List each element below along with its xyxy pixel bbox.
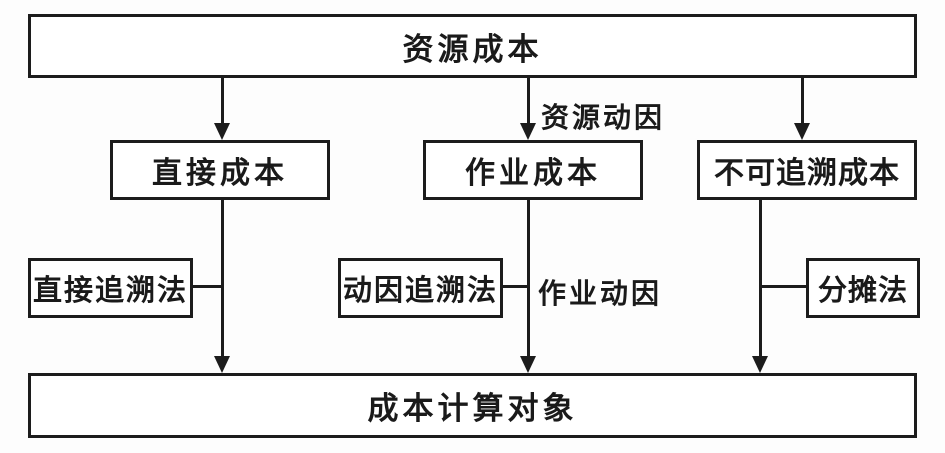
node-untraceable-cost: 不可追溯成本 bbox=[697, 140, 917, 200]
arrowhead-icon bbox=[794, 123, 810, 140]
connector-driver-tracing bbox=[503, 285, 528, 288]
edge-line-resource-to-direct bbox=[221, 78, 224, 126]
arrowhead-icon bbox=[214, 356, 230, 373]
edge-line-untraceable-to-object bbox=[759, 197, 762, 358]
edge-label-resource-driver: 资源动因 bbox=[541, 101, 666, 134]
arrowhead-icon bbox=[520, 123, 536, 140]
edge-line-resource-to-untraceable bbox=[801, 78, 804, 126]
arrowhead-icon bbox=[520, 356, 536, 373]
node-resource-cost: 资源成本 bbox=[28, 14, 917, 78]
node-cost-object: 成本计算对象 bbox=[28, 373, 917, 438]
arrowhead-icon bbox=[752, 356, 768, 373]
node-driver-tracing-method: 动因追溯法 bbox=[338, 258, 503, 318]
edge-line-activity-to-object bbox=[527, 198, 530, 358]
connector-direct-tracing bbox=[193, 285, 222, 288]
edge-label-activity-driver: 作业动因 bbox=[538, 277, 663, 310]
edge-line-direct-to-object bbox=[221, 200, 224, 358]
edge-line-resource-to-activity bbox=[527, 78, 530, 126]
node-direct-cost: 直接成本 bbox=[110, 140, 330, 200]
node-direct-tracing-method: 直接追溯法 bbox=[28, 258, 193, 318]
connector-allocation bbox=[760, 285, 806, 288]
arrowhead-icon bbox=[214, 123, 230, 140]
node-activity-cost: 作业成本 bbox=[423, 140, 643, 200]
node-allocation-method: 分摊法 bbox=[806, 258, 920, 318]
